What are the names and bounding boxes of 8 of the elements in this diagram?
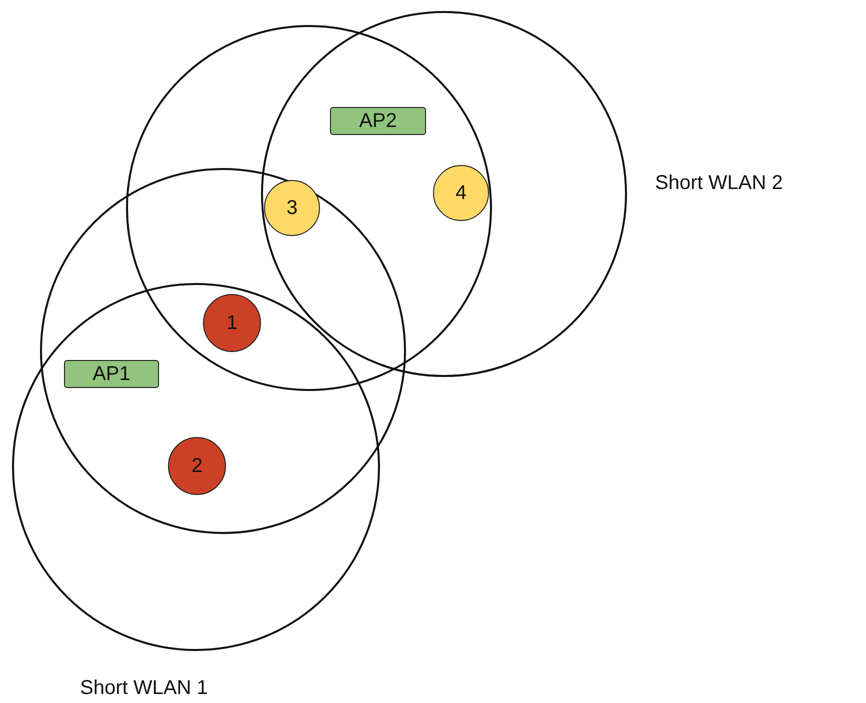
device-circle: 2 xyxy=(168,437,226,495)
device-circle: 3 xyxy=(264,180,320,236)
network-label: Short WLAN 1 xyxy=(80,677,208,700)
network-label: Short WLAN 2 xyxy=(655,172,783,195)
access-point-box: AP2 xyxy=(330,107,426,135)
device-circle: 4 xyxy=(433,165,489,221)
access-point-box: AP1 xyxy=(64,360,159,388)
device-circle: 1 xyxy=(203,294,261,352)
